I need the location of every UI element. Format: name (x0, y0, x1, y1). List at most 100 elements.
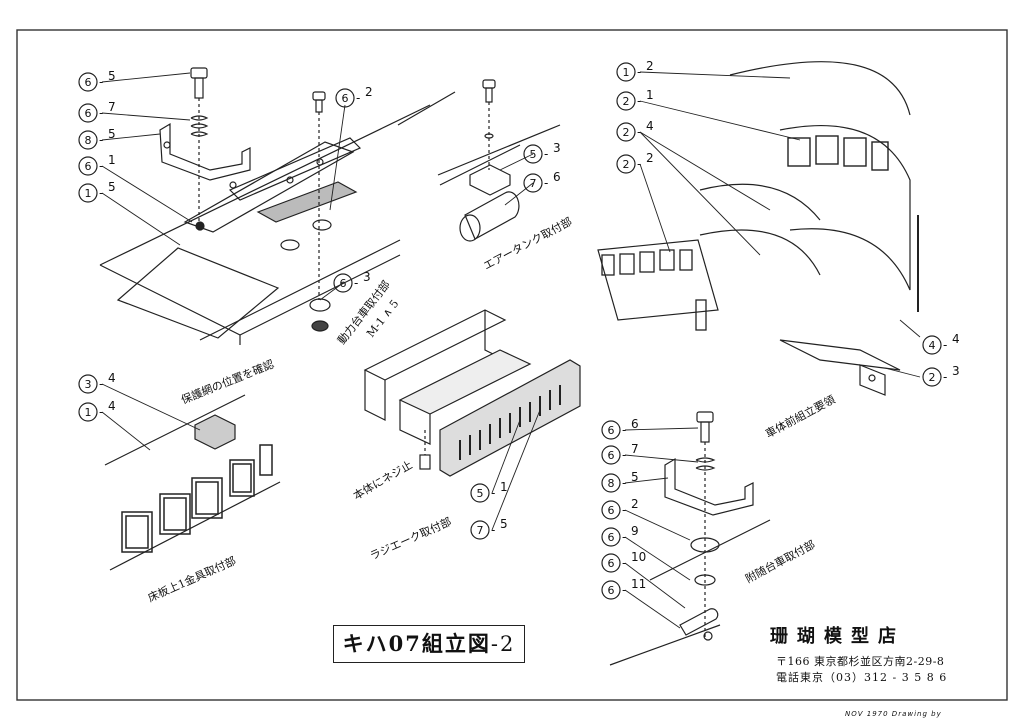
callout-6-1: 6-1 (78, 153, 116, 176)
callout-dash: - (622, 476, 626, 490)
callout-number: 7 (477, 524, 484, 537)
callout-circle (601, 420, 621, 440)
callout-subnumber: 9 (631, 524, 639, 538)
callout-6-5-top: 6-5 (78, 69, 116, 92)
leader-lines (101, 71, 921, 629)
radiator-assembly (363, 309, 581, 477)
callout-number: 6 (608, 424, 615, 437)
callout-subnumber: 5 (631, 470, 639, 484)
label-air-tank: エアータンク取付部 (481, 214, 574, 273)
callout-circle (601, 553, 621, 573)
callout-circle (616, 91, 636, 111)
callout-3-4: 3-4 (78, 371, 116, 394)
callout-6-6: 6-6 (601, 417, 639, 440)
callout-dash: - (637, 94, 641, 108)
callout-dash: - (622, 583, 626, 597)
maker-name: 珊瑚模型店 (770, 626, 905, 647)
callout-dash: - (99, 159, 103, 173)
callout-subnumber: 2 (646, 59, 654, 73)
callout-number: 2 (623, 158, 630, 171)
callout-number: 1 (623, 66, 630, 79)
drawing-border (16, 29, 1008, 701)
callout-8-5-bot: 8-5 (601, 470, 639, 493)
callout-circle (601, 527, 621, 547)
callout-subnumber: 4 (952, 332, 960, 346)
callout-dash: - (544, 176, 548, 190)
callout-circle (601, 445, 621, 465)
callout-number: 8 (85, 134, 92, 147)
callout-subnumber: 1 (108, 153, 116, 167)
callout-circle (601, 580, 621, 600)
callout-number: 6 (85, 76, 92, 89)
callout-2-4: 2-4 (616, 119, 654, 142)
callout-subnumber: 1 (646, 88, 654, 102)
callout-subnumber: 3 (952, 364, 960, 378)
callout-7-5: 7-5 (470, 517, 508, 540)
callout-circle (616, 154, 636, 174)
callout-circle (601, 500, 621, 520)
callout-5-1: 5-1 (470, 480, 508, 503)
callout-circle (78, 183, 98, 203)
callout-number: 4 (929, 339, 936, 352)
callout-dash: - (99, 405, 103, 419)
callout-circle (78, 402, 98, 422)
callout-dash: - (491, 523, 495, 537)
callout-6-3: 6-3 (333, 270, 371, 293)
callout-dash: - (637, 157, 641, 171)
label-grille-note: 保護網の位置を確認 (179, 357, 276, 407)
callout-subnumber: 2 (365, 85, 373, 99)
callout-6-10: 6-10 (601, 550, 646, 573)
callout-6-7-top: 6-7 (78, 100, 116, 123)
callout-subnumber: 5 (108, 127, 116, 141)
callout-1-2: 1-2 (616, 59, 654, 82)
callout-subnumber: 5 (500, 517, 508, 531)
body-side-assembly (104, 394, 281, 571)
callout-circle (78, 156, 98, 176)
callout-circle (470, 520, 490, 540)
label-window-fitting: 床板上1金具取付部 (146, 553, 238, 604)
callout-subnumber: 11 (631, 577, 646, 591)
callout-dash: - (99, 133, 103, 147)
callout-circle (616, 62, 636, 82)
callout-6-9: 6-9 (601, 524, 639, 547)
callout-dash: - (622, 448, 626, 462)
callout-number: 6 (85, 107, 92, 120)
callout-subnumber: 5 (108, 69, 116, 83)
callout-dash: - (622, 423, 626, 437)
callout-subnumber: 6 (631, 417, 639, 431)
callout-number: 2 (623, 95, 630, 108)
callout-number: 1 (85, 406, 92, 419)
callout-6-11: 6-11 (601, 577, 646, 600)
callout-number: 6 (608, 557, 615, 570)
callout-2-1: 2-1 (616, 88, 654, 111)
callout-dash: - (943, 370, 947, 384)
callout-dash: - (491, 486, 495, 500)
callout-subnumber: 6 (553, 170, 561, 184)
callout-7-6: 7-6 (523, 170, 561, 193)
callout-number: 6 (608, 449, 615, 462)
callout-1-5: 1-5 (78, 180, 116, 203)
callout-dash: - (943, 338, 947, 352)
callout-dash: - (99, 186, 103, 200)
callout-6-2-top: 6-2 (335, 85, 373, 108)
label-front-body: 車体前組立要領 (763, 392, 838, 441)
power-bogie-assembly (99, 67, 456, 345)
callout-8-5-top: 8-5 (78, 127, 116, 150)
maker-address: 〒166 東京都杉並区方南2-29-8 (776, 655, 945, 668)
drawing-title-main: キハ07組立図 (342, 631, 491, 656)
callout-circle (78, 103, 98, 123)
callout-circle (922, 367, 942, 387)
callout-dash: - (99, 377, 103, 391)
callout-number: 6 (608, 504, 615, 517)
callout-number: 6 (608, 531, 615, 544)
trailer-bogie-assembly (609, 411, 771, 666)
callout-subnumber: 4 (646, 119, 654, 133)
callout-dash: - (622, 556, 626, 570)
callout-layer: 6-56-78-56-11-56-26-35-37-61-22-12-42-24… (78, 59, 960, 600)
label-radiator: ラジエーク取付部 (368, 514, 454, 562)
callout-circle (470, 483, 490, 503)
callout-6-2-bot: 6-2 (601, 497, 639, 520)
callout-subnumber: 2 (646, 151, 654, 165)
callout-number: 6 (342, 92, 349, 105)
